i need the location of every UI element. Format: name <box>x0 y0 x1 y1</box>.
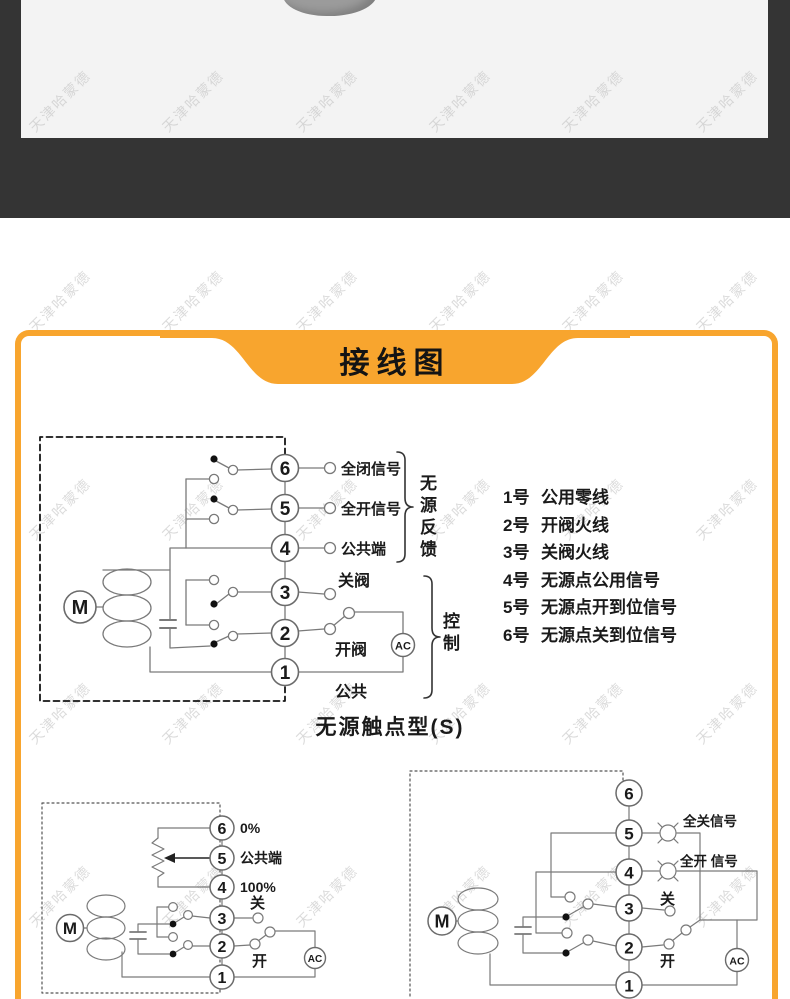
svg-text:M: M <box>435 912 450 932</box>
svg-text:开: 开 <box>252 953 267 970</box>
banner-tab <box>160 330 630 384</box>
svg-text:AC: AC <box>729 956 745 968</box>
svg-text:2: 2 <box>218 939 227 956</box>
terminal-def-2: 2号开阀火线 <box>503 515 609 535</box>
main-motor-symbol: M <box>63 590 97 624</box>
svg-text:全关信号: 全关信号 <box>682 813 737 829</box>
svg-text:M: M <box>63 919 77 938</box>
main-diagram-wires <box>95 460 404 673</box>
watermark-text: 天津哈蒙德 <box>693 267 761 335</box>
watermark-text: 天津哈蒙德 <box>26 267 94 335</box>
svg-text:2: 2 <box>280 624 291 645</box>
lamp-motor-symbol: M <box>427 906 457 936</box>
svg-text:4: 4 <box>624 864 634 883</box>
svg-text:6: 6 <box>218 821 227 838</box>
svg-text:3: 3 <box>218 911 227 928</box>
lamp-diagram-dotted-box <box>409 770 624 999</box>
wiring-schematic: 6 5 4 3 2 1 M AC 全闭信号 全开信号 公共端 关阀 开阀 公共 <box>39 436 758 999</box>
lamp-diagram-terminals: 6 5 4 3 2 1 <box>615 779 643 999</box>
svg-text:关阀: 关阀 <box>338 571 370 590</box>
svg-text:全闭信号: 全闭信号 <box>340 460 401 478</box>
terminal-def-1: 1号公用零线 <box>503 488 609 507</box>
main-diagram-caption: 无源触点型(S) <box>315 716 465 739</box>
pot-diagram-terminals: 6 5 4 3 2 1 <box>209 815 235 990</box>
lamp-diagram-labels: 全关信号 全开 信号 关 开 <box>660 813 738 970</box>
svg-text:1: 1 <box>218 970 227 987</box>
svg-text:2: 2 <box>624 939 633 958</box>
main-diagram-dashed-box <box>39 436 286 702</box>
pot-ac-symbol: AC <box>303 946 327 970</box>
lamp-diagram-contacts <box>561 891 692 957</box>
svg-text:4: 4 <box>218 880 227 897</box>
svg-text:M: M <box>72 597 89 619</box>
svg-text:公共端: 公共端 <box>341 540 386 558</box>
svg-text:开阀: 开阀 <box>335 640 367 659</box>
pot-arrow <box>164 853 175 863</box>
svg-text:5: 5 <box>218 851 227 868</box>
pot-diagram-contacts <box>168 901 276 958</box>
pot-motor-symbol: M <box>55 913 85 943</box>
terminal-definitions-list: 1号公用零线 2号开阀火线 3号关阀火线 4号无源点公用信号 5号无源点开到位信… <box>503 484 677 649</box>
svg-text:公共端: 公共端 <box>240 850 282 866</box>
main-diagram-contacts <box>208 455 356 648</box>
product-photo-panel <box>21 0 768 138</box>
svg-text:6: 6 <box>624 785 633 804</box>
svg-text:AC: AC <box>308 954 322 965</box>
control-group-label: 控制 <box>440 612 459 656</box>
dark-divider-band <box>0 0 790 218</box>
product-photo-fragment <box>283 0 377 16</box>
watermark-text: 天津哈蒙德 <box>159 267 227 335</box>
watermark-text: 天津哈蒙德 <box>426 267 494 335</box>
svg-text:1: 1 <box>280 663 291 684</box>
main-ac-symbol: AC <box>390 632 416 658</box>
main-diagram-labels: 全闭信号 全开信号 公共端 关阀 开阀 公共 <box>335 460 401 701</box>
terminal-def-3: 3号关阀火线 <box>503 543 609 562</box>
lamp-ac-symbol: AC <box>724 947 750 973</box>
svg-text:全开 信号: 全开 信号 <box>679 853 738 869</box>
svg-text:4: 4 <box>280 539 291 560</box>
feedback-group-label: 无源反馈 <box>417 474 436 562</box>
svg-text:全开信号: 全开信号 <box>340 500 401 518</box>
svg-text:0%: 0% <box>240 820 261 836</box>
svg-text:AC: AC <box>395 641 411 653</box>
svg-text:100%: 100% <box>240 879 276 895</box>
watermark-text: 天津哈蒙德 <box>559 267 627 335</box>
terminal-def-6: 6号无源点关到位信号 <box>503 625 677 645</box>
terminal-def-4: 4号无源点公用信号 <box>503 570 660 590</box>
svg-text:关: 关 <box>660 890 675 908</box>
pot-diagram-labels: 0% 公共端 100% 关 开 <box>240 820 282 970</box>
svg-text:3: 3 <box>280 583 291 604</box>
terminal-def-5: 5号无源点开到位信号 <box>503 598 677 617</box>
svg-text:5: 5 <box>624 825 633 844</box>
banner-title: 接线图 <box>339 347 451 380</box>
main-diagram-terminals: 6 5 4 3 2 1 <box>270 453 300 687</box>
control-brace <box>423 575 441 699</box>
svg-text:关: 关 <box>250 894 265 912</box>
svg-text:1: 1 <box>624 977 633 996</box>
svg-text:5: 5 <box>280 499 291 520</box>
lamp-symbols <box>657 822 679 882</box>
pot-diagram-dotted-box <box>41 802 221 994</box>
svg-text:开: 开 <box>660 953 675 970</box>
watermark-text: 天津哈蒙德 <box>293 267 361 335</box>
svg-text:3: 3 <box>624 900 633 919</box>
feedback-brace <box>396 451 414 563</box>
svg-text:公共: 公共 <box>335 683 367 701</box>
svg-text:6: 6 <box>280 459 291 480</box>
